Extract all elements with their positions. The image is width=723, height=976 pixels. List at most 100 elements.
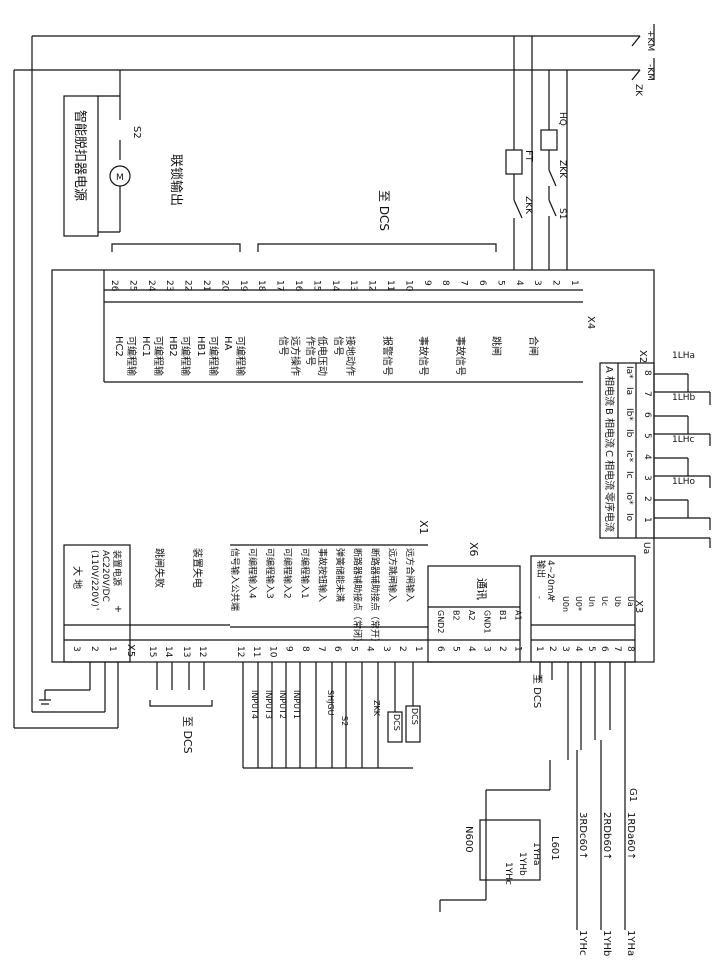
x4-terminal-number: 8 bbox=[440, 280, 450, 286]
x3-terminal-number: 3 bbox=[560, 646, 570, 652]
x2-box bbox=[599, 362, 655, 539]
x3-output-label: 输出 bbox=[535, 560, 547, 578]
x3-terminal-name: U0* bbox=[574, 596, 583, 611]
x4-terminal-number: 4 bbox=[514, 280, 524, 286]
x6-terminal-number: 4 bbox=[466, 646, 476, 652]
pt-output-label: 1YHb bbox=[601, 930, 612, 956]
supply-plus-label: +KM bbox=[645, 30, 655, 51]
x4-terminal-number: 6 bbox=[477, 280, 487, 286]
x5-name: X5 bbox=[125, 644, 136, 657]
x3-terminal-number: 7 bbox=[612, 646, 622, 652]
x6-terminal-name: B2 bbox=[452, 610, 461, 621]
x4-terminal-number: 10 bbox=[403, 280, 413, 292]
x2-phase-group: A 相电流 bbox=[603, 366, 616, 406]
x3-terminal-name: Uc bbox=[600, 596, 609, 606]
x1-input-label: 可编程输入4 bbox=[247, 548, 259, 599]
pt-winding-label: 1YHb bbox=[517, 852, 527, 876]
x1-lower-input: INPUT2 bbox=[278, 690, 287, 719]
x5-terminal-number: 1 bbox=[107, 646, 117, 652]
x2-ct-label: 1LHb bbox=[672, 393, 696, 403]
x1-input-label: 可编程输入1 bbox=[299, 548, 311, 599]
x2-terminal-number: 8 bbox=[642, 370, 652, 376]
x4-function-label: 跳闸 bbox=[490, 336, 503, 356]
motor-label: M bbox=[116, 173, 124, 183]
x4-function-label: 事故信号 bbox=[417, 336, 430, 376]
x4-function-label: 远方操作 bbox=[289, 336, 302, 376]
x4-function-label: HC1 bbox=[140, 336, 151, 357]
x6-terminal-number: 1 bbox=[513, 646, 523, 652]
x4-terminal-number: 17 bbox=[275, 280, 285, 291]
x4-function-label: 可编程输 bbox=[152, 336, 165, 376]
x4-terminal-number: 15 bbox=[311, 280, 321, 291]
pt-n600-label: N600 bbox=[463, 826, 474, 853]
x3-name: X3 bbox=[633, 600, 644, 613]
x1-input-label: 弹簧储能未满 bbox=[334, 548, 346, 602]
x1-input-label: 事故按钮输入 bbox=[317, 548, 329, 602]
x4-function-label: 作信号 bbox=[304, 336, 316, 366]
x2-terminal-name: Io* bbox=[624, 492, 634, 505]
x4-terminal-number: 21 bbox=[201, 280, 211, 291]
x3-ua-label: Ua bbox=[641, 542, 651, 554]
x1-lower-input: SHJGU bbox=[326, 690, 335, 716]
x1-input-label: 断路器辅助接点（常开） bbox=[369, 548, 381, 647]
x6-terminal-name: A2 bbox=[467, 610, 476, 621]
x3-terminal-number: 4 bbox=[573, 646, 583, 652]
x1-lower-input: S2 bbox=[340, 716, 349, 726]
x4-terminal-number: 23 bbox=[164, 280, 174, 291]
x3-to-dcs-label: 至 DCS bbox=[531, 674, 543, 708]
x1-terminal-number: 4 bbox=[365, 646, 375, 652]
x4-terminal-number: 16 bbox=[293, 280, 303, 292]
x6-name: X6 bbox=[467, 542, 480, 557]
x5-terminal-number: 15 bbox=[147, 646, 157, 657]
x2-terminal-name: Ia* bbox=[624, 366, 634, 379]
pt-output-labels: 1YHa 1YHb 1YHc bbox=[577, 930, 636, 956]
x4-function-label: 可编程输 bbox=[207, 336, 220, 376]
x4-function-label: 可编程输 bbox=[234, 336, 247, 376]
x1-input-label: 远方合闸输入 bbox=[404, 548, 416, 602]
pt-output-label: 1YHc bbox=[577, 930, 588, 956]
x6-terminal-number: 6 bbox=[435, 646, 445, 652]
x4-terminal-number: 3 bbox=[532, 280, 542, 286]
pt-fuse-labels: 1RDa60↑2RDb60↑3RDc60↑ bbox=[577, 812, 636, 860]
x4-function-label: 信号 bbox=[332, 336, 344, 356]
x4-terminal-number: 14 bbox=[330, 280, 340, 292]
x2-name: X2 bbox=[637, 350, 648, 363]
zkk-right-label: ZKK bbox=[557, 160, 567, 179]
x4-function-label: 信号 bbox=[277, 336, 289, 356]
x1-terminal-number: 6 bbox=[332, 646, 342, 652]
pt-g1-label: G1 bbox=[627, 788, 638, 802]
x1-input-label: 远方跳闸输入 bbox=[387, 548, 399, 602]
x5-labels: 跳闸失败装置失电大 地装置电源AC220V/DC(110V/220V)-+ bbox=[71, 548, 204, 615]
x2-terminal-name: Ic* bbox=[624, 450, 634, 463]
pt-fuse-label: 1RDa60↑ bbox=[625, 812, 636, 860]
x4-terminal-number: 11 bbox=[385, 280, 395, 291]
x5-terminal-number: 2 bbox=[89, 646, 99, 652]
x1-terminal-number: 3 bbox=[381, 646, 391, 652]
x1-lower-input: INPUT4 bbox=[250, 690, 259, 719]
x5-label-power: 装置电源 bbox=[111, 550, 123, 586]
zkk-left-label: ZKK bbox=[523, 196, 533, 215]
x4-terminal-number: 12 bbox=[367, 280, 377, 291]
x5-terminal-number: 3 bbox=[71, 646, 81, 652]
pt-output-label: 1YHa bbox=[625, 930, 636, 956]
x5-label-power: AC220V/DC bbox=[100, 550, 110, 602]
x4-function-label: 报警信号 bbox=[381, 336, 394, 376]
x5-sign-minus: - bbox=[96, 604, 100, 615]
interlock-output-label: 联锁输出 bbox=[168, 154, 184, 206]
x5-terminal-number: 13 bbox=[181, 646, 191, 657]
x4-function-label: HC2 bbox=[113, 336, 124, 357]
x3-terminal-number: 5 bbox=[586, 646, 596, 652]
x4-terminal-number: 13 bbox=[348, 280, 358, 291]
x1-input-label: 信号输入公共端 bbox=[229, 548, 241, 611]
pt-winding-label: 1YHc bbox=[503, 862, 513, 885]
x6-terminal-number: 3 bbox=[482, 646, 492, 652]
